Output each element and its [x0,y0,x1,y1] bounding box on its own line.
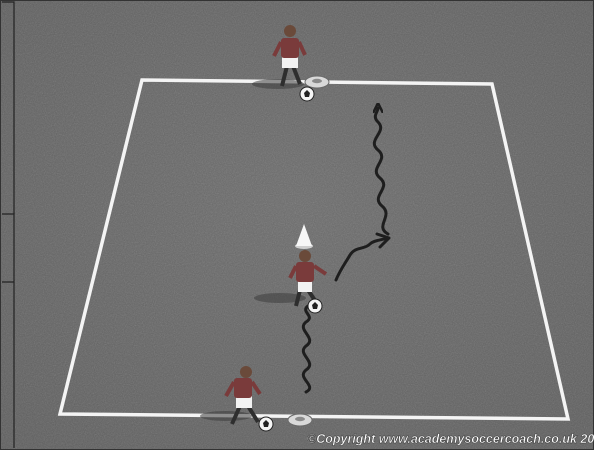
marker-disc-bottom [288,414,312,426]
copyright-text: ©Copyright www.academysoccercoach.co.uk … [307,432,594,446]
ball-icon-middle [308,299,322,313]
ball-icon-bottom [259,417,273,431]
marker-disc-top [305,76,329,88]
ball-icon-top [300,87,314,101]
